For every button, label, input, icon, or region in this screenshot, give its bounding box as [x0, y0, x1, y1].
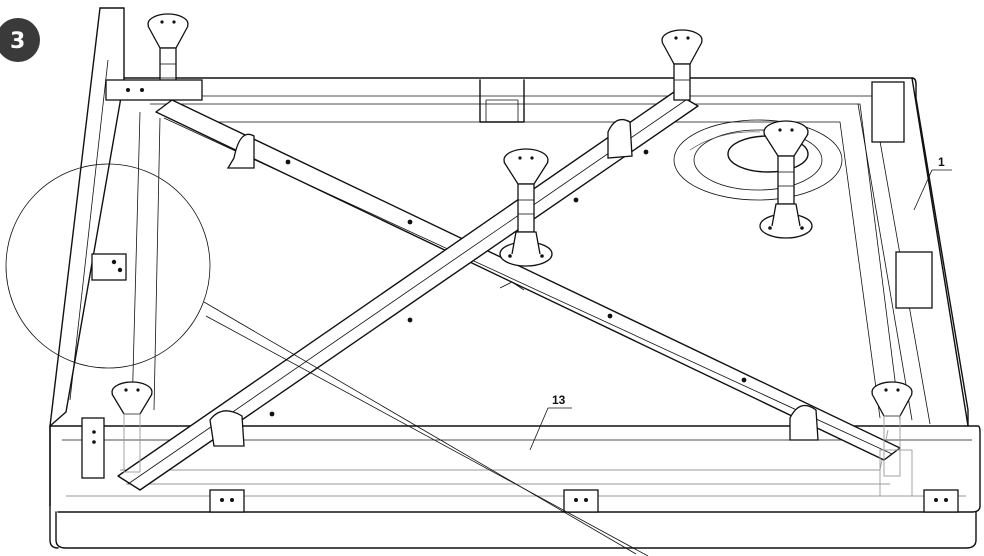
right-clip-mid [895, 251, 933, 309]
floor-left-edge-2 [131, 111, 141, 413]
floor-left-edge [153, 117, 161, 411]
tray-front-rim [49, 425, 981, 513]
foot-front-left [111, 381, 153, 473]
foot-drain [759, 120, 813, 239]
right-clip-top [871, 81, 905, 143]
detail-leader-b [205, 315, 649, 556]
callout-label-13: 13 [552, 393, 566, 407]
drain-outlet [673, 119, 843, 201]
tray-base [55, 511, 977, 549]
base-tabs [209, 489, 959, 513]
step-badge-circle [0, 18, 40, 62]
frame-cross-center [499, 281, 525, 291]
front-left-clip [81, 417, 105, 479]
tray-left-wall-edge [69, 59, 109, 401]
step-number: 3 [10, 29, 25, 54]
foot-center [499, 148, 553, 267]
detail-circle [5, 163, 211, 369]
callout-13: 13 [529, 393, 572, 451]
step-badge: 3 [0, 18, 40, 62]
x-frame [117, 91, 901, 491]
tray-right-wall-outer [911, 77, 969, 427]
back-wall-notch-inner [485, 99, 519, 122]
adjustable-feet [105, 13, 913, 497]
floor-outline-2 [176, 121, 881, 419]
back-left-bracket [105, 79, 203, 101]
detail-leader-a [203, 301, 637, 555]
callout-leader-13 [529, 407, 549, 451]
callout-leader-1 [913, 169, 933, 211]
foot-front-right [871, 381, 913, 497]
drain-hatch [689, 131, 761, 151]
tray-left-wall [49, 7, 125, 549]
tray-left-wall-inner [49, 7, 101, 427]
left-bracket [91, 253, 127, 281]
callout-label-1: 1 [938, 155, 945, 169]
frame-bolt-holes [269, 149, 747, 417]
tray-right-wall-top [915, 83, 969, 427]
callout-1: 1 [913, 155, 952, 211]
foot-back-right [661, 29, 703, 101]
back-wall-notch [479, 79, 525, 123]
frame-clamps [209, 118, 819, 447]
tray-back-wall-top [123, 77, 917, 85]
detail-magnifier [5, 163, 649, 556]
floor-outline [150, 103, 901, 421]
foot-back-left [105, 13, 203, 101]
